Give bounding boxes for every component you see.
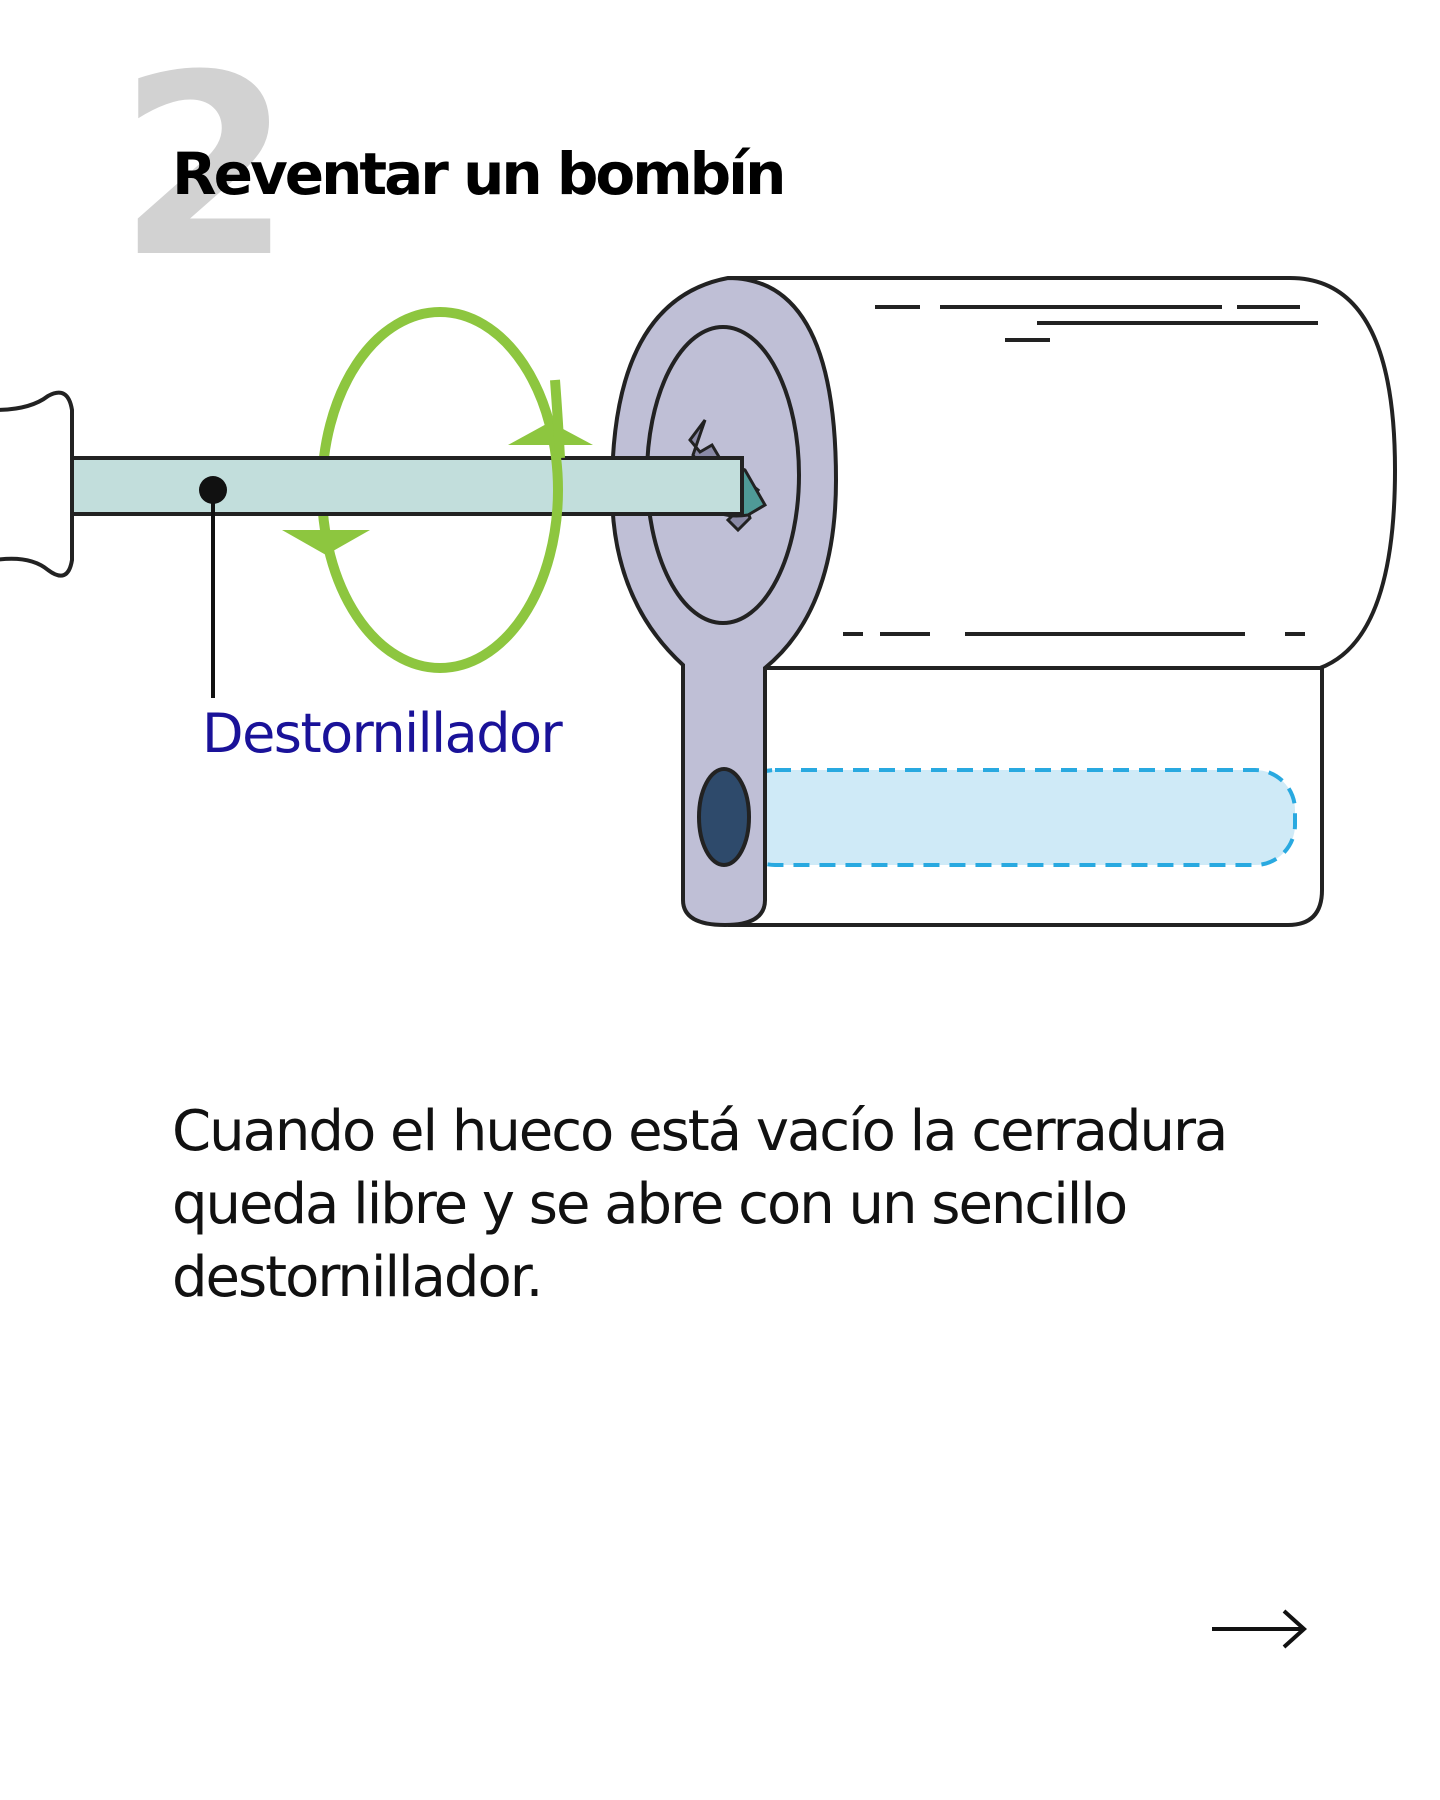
description-text: Cuando el hueco está vacío la cerradura … bbox=[172, 1099, 1228, 1310]
cylinder-upper-body bbox=[728, 276, 1398, 670]
page-title: Reventar un bombín bbox=[172, 140, 786, 208]
screwdriver-label: Destornillador bbox=[202, 702, 563, 765]
rotation-arrow-heads bbox=[282, 422, 593, 555]
lock-diagram bbox=[0, 275, 1398, 928]
step-number: 2 bbox=[118, 21, 292, 312]
cylinder-engraving-lines bbox=[843, 305, 1318, 636]
cam-channel bbox=[733, 768, 1297, 867]
cam-hole bbox=[697, 767, 751, 867]
arrow-right-icon[interactable] bbox=[1210, 1605, 1310, 1653]
screwdriver-handle bbox=[0, 390, 74, 578]
cylinder-face bbox=[609, 275, 839, 928]
label-pointer bbox=[199, 476, 227, 698]
